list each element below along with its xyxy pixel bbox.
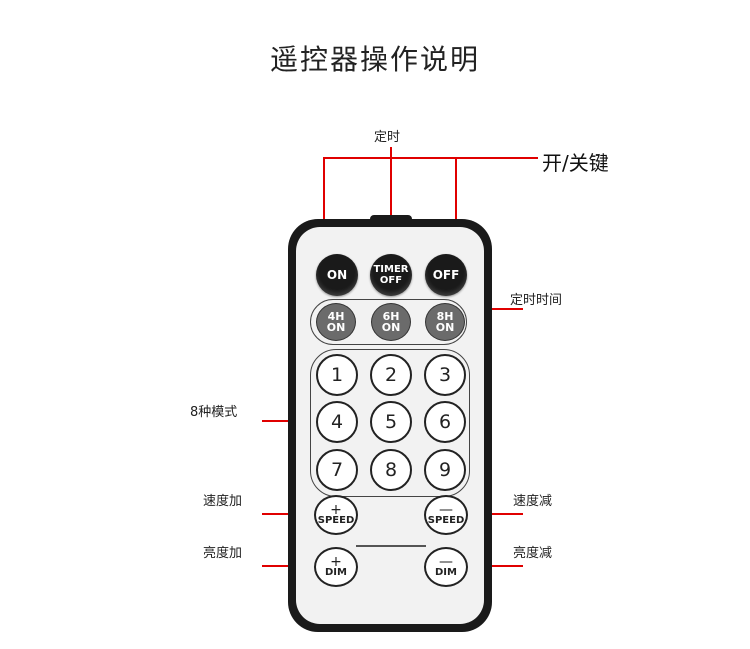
timer-off-button[interactable]: TIMER OFF: [370, 254, 412, 296]
4h-line1: 4H: [327, 310, 345, 323]
power-callout-right: [455, 157, 457, 259]
speed-down-button[interactable]: — SPEED: [424, 495, 468, 535]
speed-divider: [356, 545, 426, 547]
8h-line1: 8H: [436, 310, 454, 323]
mode-label: 4: [330, 411, 344, 433]
timer-row-group: [310, 299, 467, 345]
label-speed-up: 速度加: [203, 494, 243, 509]
bright-down-callout-line: [468, 565, 523, 567]
8h-on-button[interactable]: 8H ON: [425, 303, 465, 341]
speed-down-label: SPEED: [427, 515, 465, 526]
mode-button-4[interactable]: 4: [316, 401, 358, 443]
mode-label: 1: [330, 364, 344, 386]
label-bright-up: 亮度加: [203, 546, 243, 561]
off-button-label: OFF: [432, 267, 460, 282]
6h-line1: 6H: [382, 310, 400, 323]
label-timed: 定时时间: [510, 293, 563, 308]
on-button[interactable]: ON: [316, 254, 358, 296]
dim-up-button[interactable]: + DIM: [314, 547, 358, 587]
dim-down-label: DIM: [435, 567, 457, 578]
label-bright-down: 亮度减: [513, 546, 553, 561]
on-button-label: ON: [326, 267, 348, 282]
mode-button-3[interactable]: 3: [424, 354, 466, 396]
plus-icon: +: [330, 554, 342, 570]
speed-down-callout-line: [468, 513, 523, 515]
mode-button-8[interactable]: 8: [370, 449, 412, 491]
mode-label: 6: [438, 411, 452, 433]
mode-button-7[interactable]: 7: [316, 449, 358, 491]
8h-line2: ON: [435, 321, 455, 334]
mode-label: 9: [438, 459, 452, 481]
mode-button-6[interactable]: 6: [424, 401, 466, 443]
page-title: 遥控器操作说明: [269, 43, 480, 76]
mode-label: 3: [438, 364, 452, 386]
modes-callout-line: [262, 420, 312, 422]
timer-callout-line: [390, 147, 392, 259]
dim-up-label: DIM: [325, 567, 347, 578]
mode-button-2[interactable]: 2: [370, 354, 412, 396]
4h-on-button[interactable]: 4H ON: [316, 303, 356, 341]
mode-label: 5: [384, 411, 398, 433]
minus-icon: —: [439, 554, 453, 570]
mode-button-1[interactable]: 1: [316, 354, 358, 396]
mode-button-5[interactable]: 5: [370, 401, 412, 443]
plus-icon: +: [330, 502, 342, 518]
label-power: 开/关键: [542, 151, 609, 175]
power-callout-top: [323, 157, 538, 159]
label-timer: 定时: [374, 130, 401, 145]
6h-on-button[interactable]: 6H ON: [371, 303, 411, 341]
4h-line2: ON: [326, 321, 346, 334]
power-callout-left: [323, 157, 325, 259]
speed-up-button[interactable]: + SPEED: [314, 495, 358, 535]
mode-number-group: [310, 349, 470, 497]
mode-label: 7: [330, 459, 344, 481]
minus-icon: —: [439, 502, 453, 518]
mode-label: 8: [384, 459, 398, 481]
timed-callout-line: [466, 308, 523, 310]
timer-off-line1: TIMER: [373, 264, 409, 275]
off-button[interactable]: OFF: [425, 254, 467, 296]
label-speed-down: 速度减: [513, 494, 553, 509]
dim-down-button[interactable]: — DIM: [424, 547, 468, 587]
label-modes: 8种模式: [190, 405, 238, 420]
mode-button-9[interactable]: 9: [424, 449, 466, 491]
mode-label: 2: [384, 364, 398, 386]
6h-line2: ON: [381, 321, 401, 334]
timer-off-line2: OFF: [379, 275, 403, 286]
speed-up-label: SPEED: [317, 515, 355, 526]
